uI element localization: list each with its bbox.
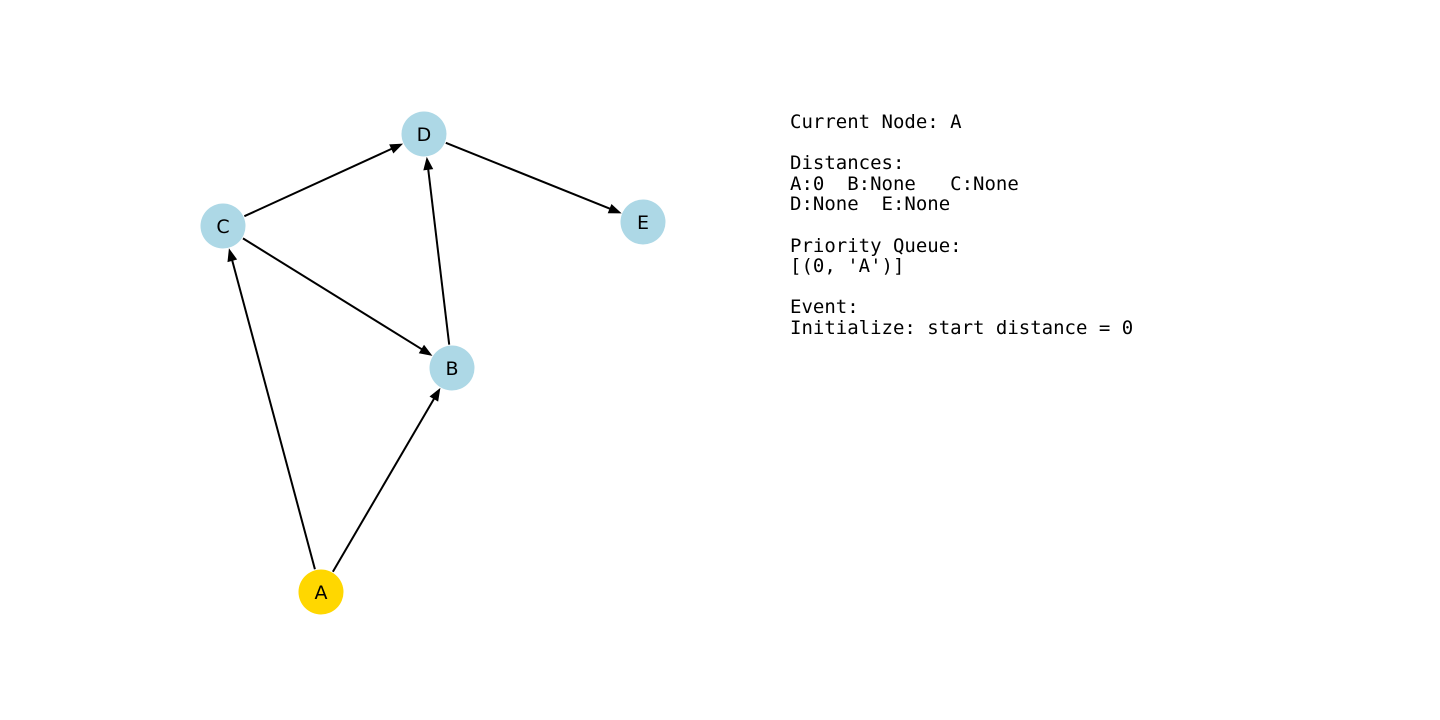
info-line-4: D:None E:None [790,193,951,216]
graph-node-A: A [298,569,344,615]
graph-node-circle-D [401,111,447,157]
arrowhead-icon-A-C [227,248,238,263]
arrowhead-icon-C-D [389,143,404,154]
graph-edge-C-D [243,147,394,218]
info-line-10: Initialize: start distance = 0 [790,316,1134,339]
arrowhead-icon-A-B [429,387,441,402]
info-line-0: Current Node: A [790,111,962,133]
graph-edge-B-D [427,167,451,345]
info-line-5 [790,215,1133,236]
graph-node-circle-B [429,345,475,391]
graph-edge-A-B [332,396,436,573]
graph-edge-A-C [230,258,316,570]
arrowhead-icon-B-D [423,156,434,171]
graph-node-label-A: A [315,582,328,604]
graph-node-C: C [200,203,246,249]
graph-node-circle-E [620,199,666,245]
algorithm-info-panel: Current Node: A Distances:A:0 B:None C:No… [790,112,1133,339]
info-line-6: Priority Queue: [790,234,962,257]
info-line-1 [790,133,1133,154]
info-line-3: A:0 B:None C:None [790,172,1019,195]
arrowhead-icon-D-E [607,203,622,214]
graph-node-label-E: E [637,212,649,234]
arrowhead-icon-C-B [418,344,433,356]
info-line-9: Event: [790,296,859,319]
graph-node-circle-C [200,203,246,249]
graph-node-label-C: C [216,216,229,238]
info-line-8 [790,277,1133,298]
graph-node-label-B: B [445,358,458,380]
graph-node-E: E [620,199,666,245]
graph-edge-D-E [445,141,612,211]
graph-node-B: B [429,345,475,391]
info-line-7: [(0, 'A')] [790,255,905,278]
graph-node-circle-A [298,569,344,615]
graph-node-label-D: D [417,124,432,146]
graph-node-D: D [401,111,447,157]
info-line-2: Distances: [790,152,905,175]
graph-edge-C-B [242,237,424,351]
